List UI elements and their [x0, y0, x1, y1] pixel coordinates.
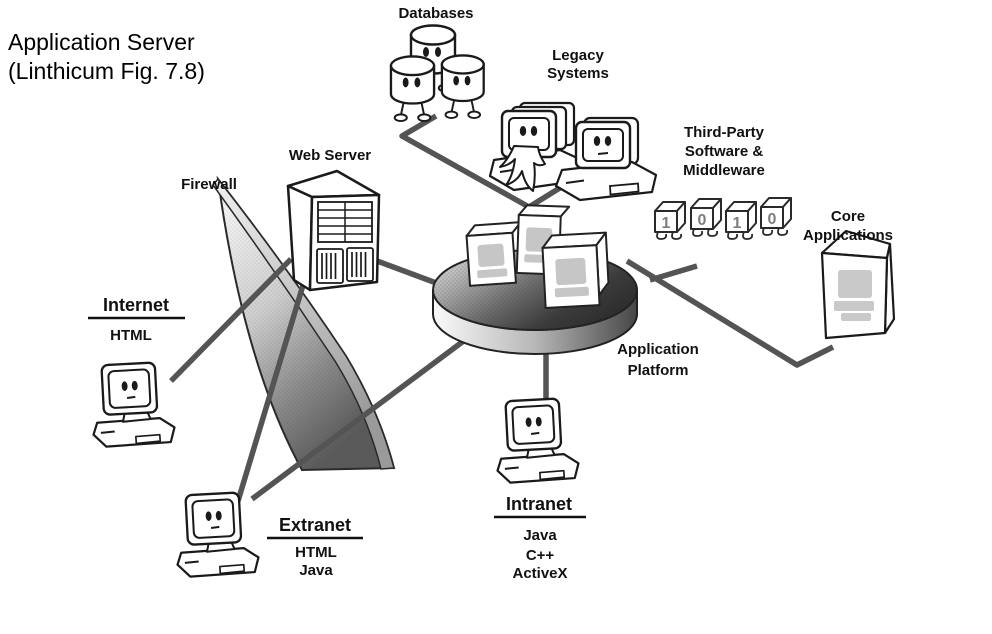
- cube-digit-1: 1: [662, 215, 671, 232]
- cube-digit-4: 0: [768, 211, 777, 228]
- connector-platform-coreapps: [625, 258, 835, 368]
- internet-label: Internet: [103, 295, 169, 315]
- extranet-protocol-html: HTML: [295, 544, 337, 561]
- cube-digit-2: 0: [698, 212, 707, 229]
- thirdparty-label-line2: Software &: [685, 143, 764, 160]
- thirdparty-label-line1: Third-Party: [684, 124, 765, 141]
- coreapps-label-line1: Core: [831, 208, 865, 225]
- web-server-label: Web Server: [289, 147, 371, 164]
- intranet-protocol-activex: ActiveX: [512, 565, 567, 582]
- connector-databases-platform: [399, 113, 531, 210]
- intranet-label: Intranet: [506, 494, 572, 514]
- platform-label-line2: Platform: [628, 362, 689, 379]
- firewall-label: Firewall: [181, 176, 237, 193]
- connectors: [169, 113, 835, 502]
- third-party-cubes-icon: 1 0 1 0: [654, 197, 792, 240]
- intranet-protocol-java: Java: [523, 527, 557, 544]
- coreapps-label-line2: Applications: [803, 227, 893, 244]
- connector-branch-thirdparty: [649, 263, 698, 283]
- databases-label: Databases: [398, 5, 473, 22]
- databases-icon: [389, 24, 485, 123]
- cube-digit-3: 1: [733, 215, 742, 232]
- internet-protocol-html: HTML: [110, 327, 152, 344]
- extranet-label: Extranet: [279, 515, 351, 535]
- platform-box-right: [541, 231, 610, 309]
- thirdparty-label-line3: Middleware: [683, 162, 765, 179]
- intranet-protocol-cpp: C++: [526, 547, 555, 564]
- platform-label-line1: Application: [617, 341, 699, 358]
- web-server-icon: [286, 169, 381, 292]
- figure-title-line1: Application Server: [8, 29, 195, 55]
- legacy-label-line1: Legacy: [552, 47, 604, 64]
- extranet-protocol-java: Java: [299, 562, 333, 579]
- connector-platform-extranet: [250, 319, 491, 502]
- firewall-icon: [212, 175, 396, 472]
- extranet-label-group: Extranet HTML Java: [267, 515, 363, 579]
- application-platform-icon: [432, 204, 638, 355]
- connector-webserver-extranet: [235, 281, 307, 502]
- figure-title-line2: (Linthicum Fig. 7.8): [8, 58, 205, 84]
- core-applications-icon: [820, 229, 896, 340]
- intranet-label-group: Intranet Java C++ ActiveX: [494, 494, 586, 582]
- extranet-computer-icon: [176, 491, 260, 578]
- internet-label-group: Internet HTML: [88, 295, 185, 344]
- intranet-computer-icon: [496, 397, 580, 484]
- legacy-label-line2: Systems: [547, 65, 609, 82]
- internet-computer-icon: [92, 361, 176, 448]
- platform-box-left: [465, 221, 522, 287]
- legacy-systems-icon: [488, 101, 658, 202]
- connector-internet-webserver: [169, 257, 293, 383]
